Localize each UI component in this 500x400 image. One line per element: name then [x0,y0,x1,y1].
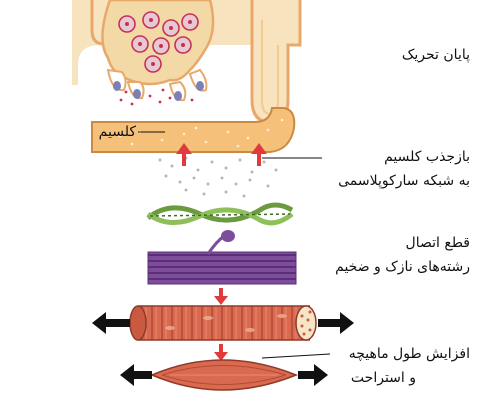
detach-label-line1: قطع اتصال [405,235,470,251]
leader-lines [138,131,331,359]
muscle-stretch-arrows [120,364,328,386]
reabsorb-label-line2: به شبکه سارکوپلاسمی [338,173,470,189]
motor-neuron-terminal-icon [72,0,302,124]
relaxed-muscle-icon [150,359,298,391]
reabsorb-label-line1: بازجذب کلسیم [384,149,470,165]
myosin-filament-icon [147,230,297,285]
actin-filament-icon [146,202,294,226]
lengthen-label-line1: افزایش طول ماهیچه [348,346,470,362]
down-arrow-2 [214,344,228,361]
detach-label-line2: رشته‌های نازک و ضخیم [335,259,470,275]
calcium-label: کلسیم [98,124,136,140]
reabsorb-arrows [176,143,267,166]
muscle-fiber-icon [129,305,317,341]
down-arrow-1 [214,288,228,305]
lengthen-label-line2: و استراحت [350,370,416,386]
sarcoplasmic-reticulum-icon [91,107,296,153]
motor-end-label: پایان تحریک [401,47,470,63]
fiber-stretch-arrows [92,312,354,334]
calcium-ions [158,156,278,198]
